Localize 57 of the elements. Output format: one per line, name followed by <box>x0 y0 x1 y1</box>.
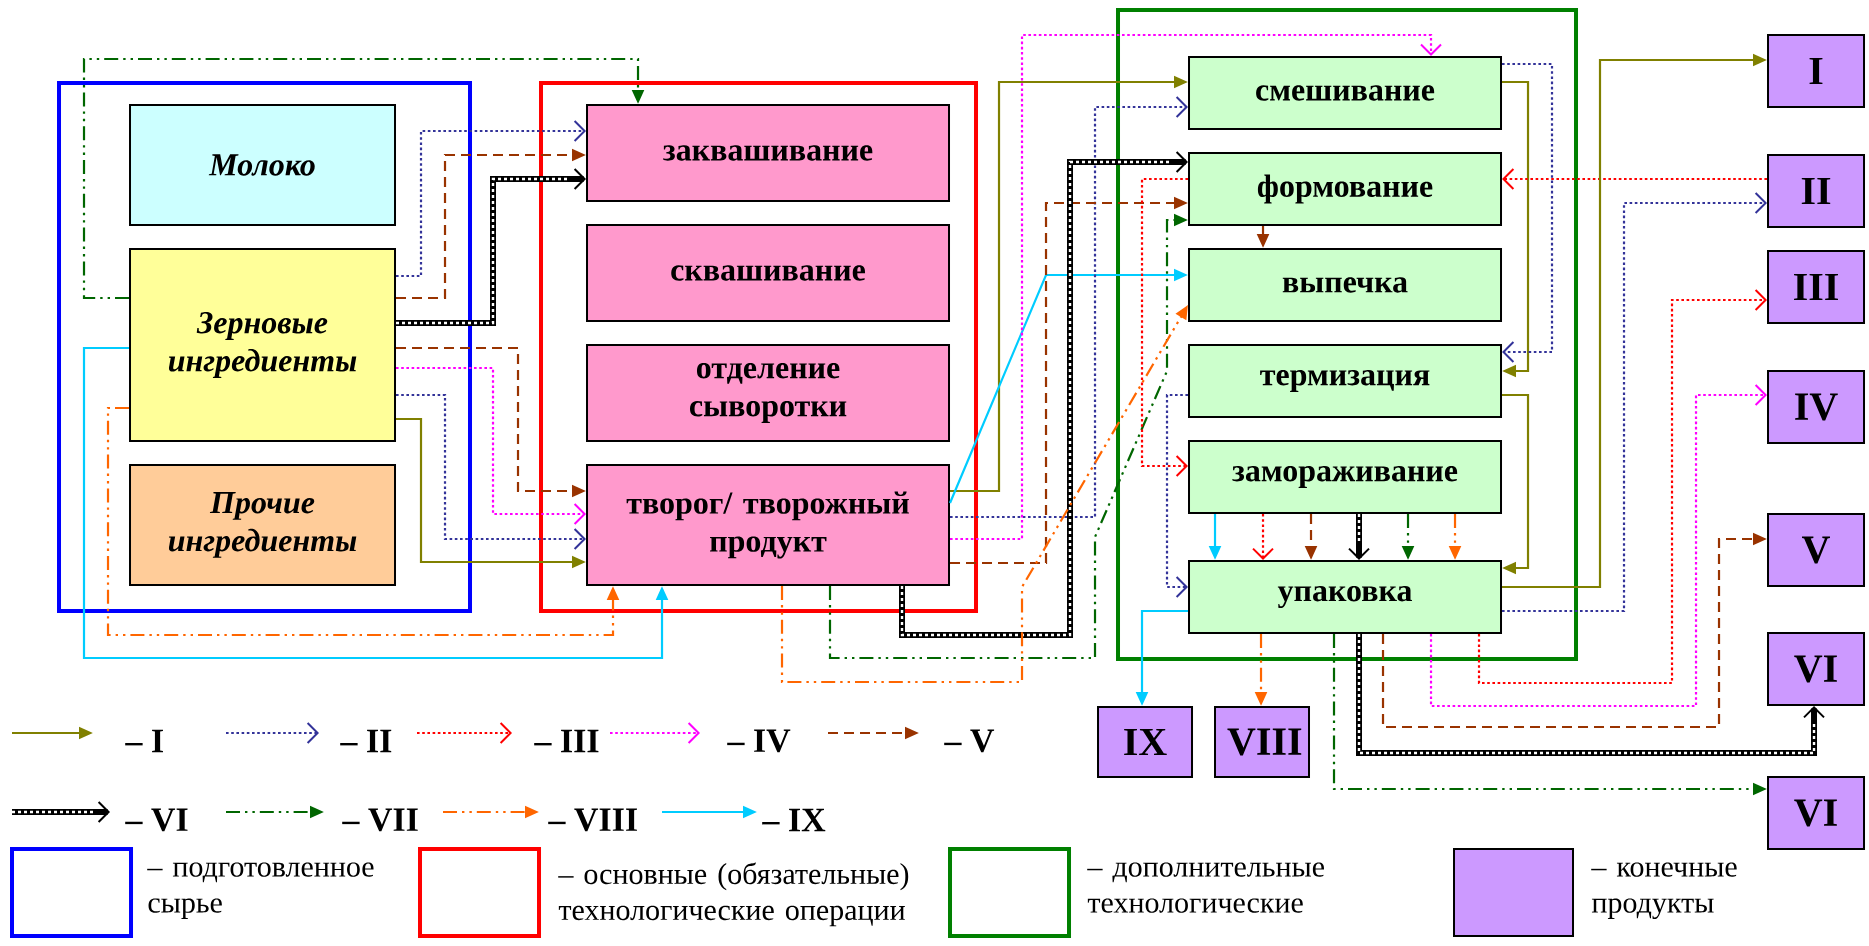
process-box: сквашивание <box>586 224 950 322</box>
product-box: IV <box>1767 370 1865 444</box>
arrow <box>1502 192 1767 613</box>
product-box: VI <box>1767 632 1865 706</box>
legend-label: – VII <box>342 808 418 832</box>
arrow <box>1140 177 1188 477</box>
product-box: VIII <box>1214 706 1310 778</box>
arrow <box>1502 62 1554 363</box>
process-box: отделение сыворотки <box>586 344 950 442</box>
legend-label: – основные (обязательные) технологические операции <box>558 862 909 927</box>
process-box: смешивание <box>1188 56 1502 130</box>
legend-label: – IV <box>727 729 791 753</box>
process-box: творог/ творожный продукт <box>586 464 950 586</box>
arrow <box>1165 393 1188 598</box>
legend-label: – подготовленное сырье <box>147 862 374 919</box>
product-box: II <box>1767 154 1865 228</box>
product-box: IX <box>1097 706 1193 778</box>
ingredient-box: Прочие ингредиенты <box>129 464 396 586</box>
legend-label: – VIII <box>548 808 637 832</box>
arrow <box>1348 514 1370 560</box>
process-box: термизация <box>1188 344 1502 418</box>
process-box: формование <box>1188 152 1502 226</box>
legend-label: – дополнительные технологические <box>1087 862 1324 913</box>
legend-label: – I <box>125 729 163 753</box>
arrow <box>396 168 586 326</box>
product-box: V <box>1767 513 1865 587</box>
arrow <box>1252 514 1274 560</box>
arrow <box>1429 384 1767 708</box>
process-box: заквашивание <box>586 104 950 202</box>
arrow <box>1477 289 1767 685</box>
legend-label: – VI <box>125 808 188 832</box>
group-frame <box>57 81 472 613</box>
arrow <box>396 393 586 550</box>
ingredient-box: Зерновые ингредиенты <box>129 248 396 442</box>
group-frame <box>1116 8 1578 661</box>
arrow <box>396 366 586 525</box>
arrow <box>1502 80 1530 378</box>
process-box: упаковка <box>1188 560 1502 634</box>
legend-label: – V <box>944 729 995 753</box>
legend-label: – II <box>340 729 392 753</box>
group-frame <box>539 81 978 613</box>
arrow <box>1356 634 1825 756</box>
legend-label: – конечные продукты <box>1591 862 1737 919</box>
arrow <box>1502 168 1767 190</box>
arrow <box>1502 393 1530 575</box>
arrow <box>950 33 1442 541</box>
arrow <box>82 57 645 300</box>
arrow <box>396 120 586 278</box>
ingredient-box: Молоко <box>129 104 396 226</box>
process-box: замораживание <box>1188 440 1502 514</box>
process-box: выпечка <box>1188 248 1502 322</box>
product-box: I <box>1767 34 1865 108</box>
arrow <box>899 151 1188 638</box>
legend-label: – IX <box>762 808 826 832</box>
product-box: III <box>1767 250 1865 324</box>
legend-label: – III <box>534 729 599 753</box>
product-box: VI <box>1767 776 1865 850</box>
